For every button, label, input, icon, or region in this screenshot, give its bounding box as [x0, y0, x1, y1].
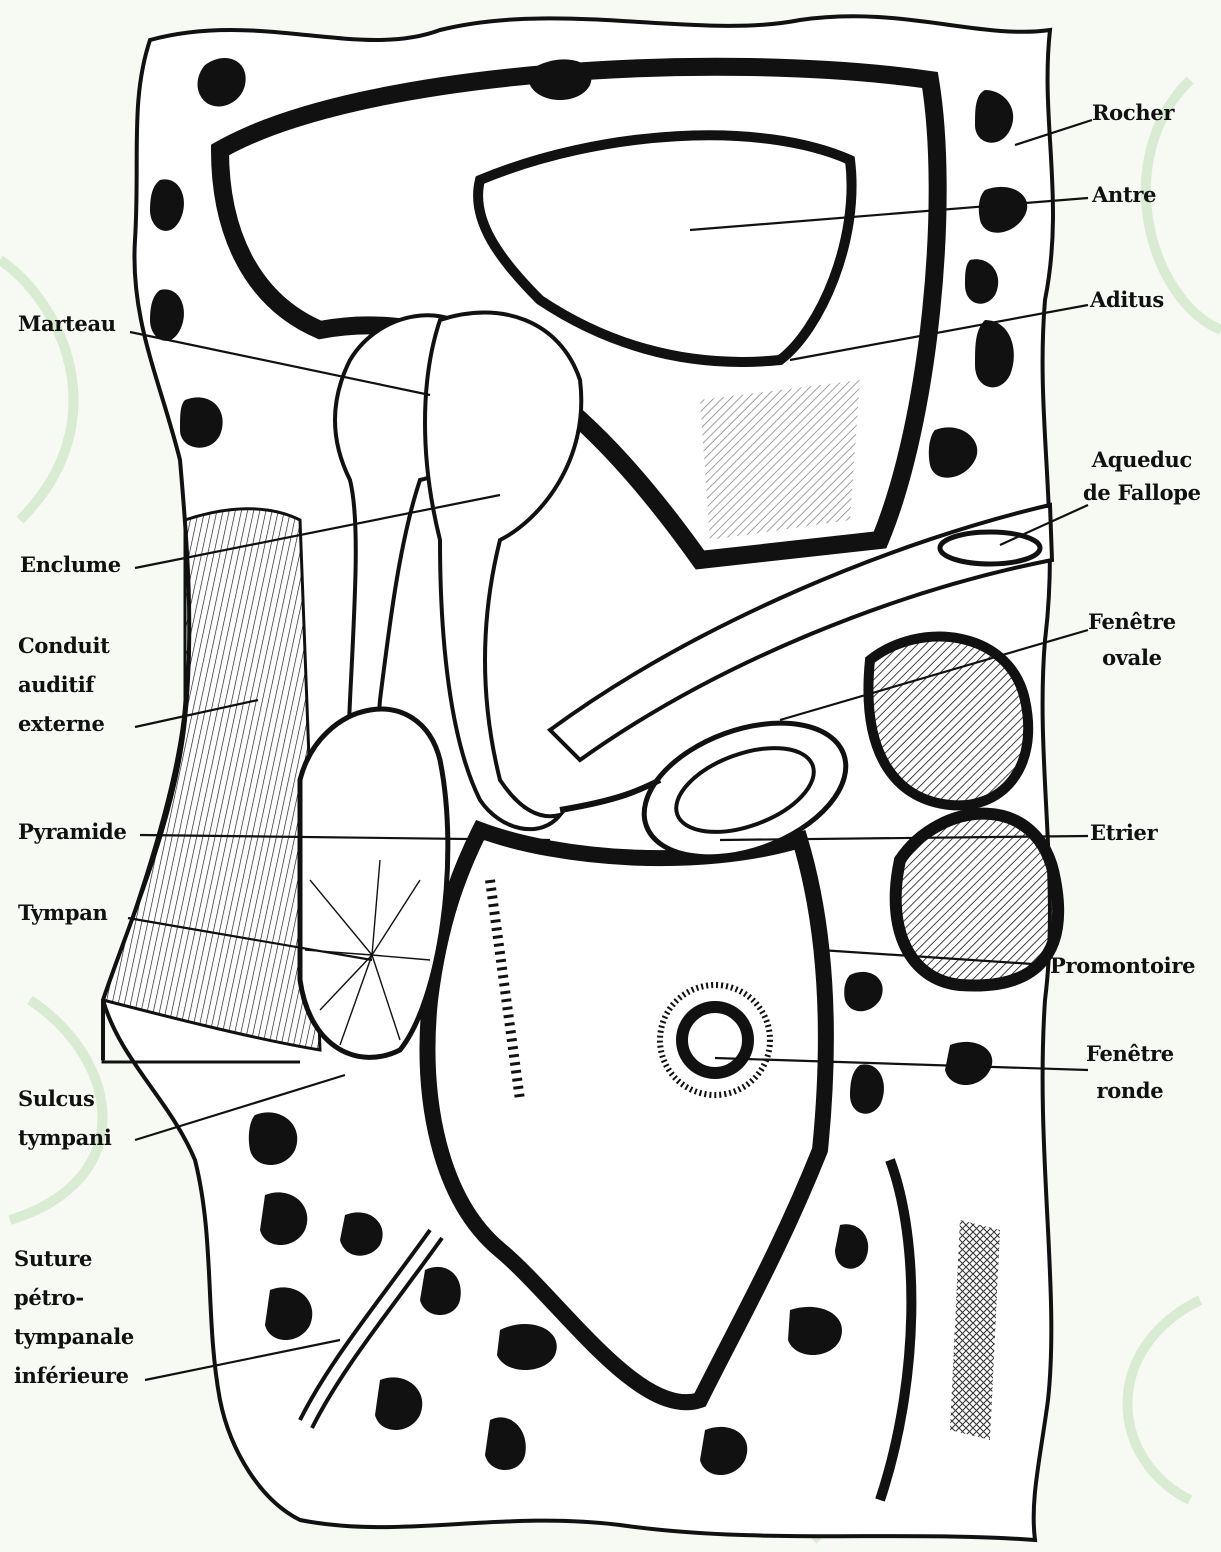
label-enclume: Enclume [20, 547, 121, 584]
label-sulcus-tympani: Sulcus tympani [18, 1080, 112, 1158]
label-rocher: Rocher [1092, 95, 1174, 132]
label-pyramide: Pyramide [18, 814, 127, 851]
label-antre: Antre [1092, 177, 1156, 214]
round-window [660, 985, 770, 1095]
label-etrier: Etrier [1090, 815, 1157, 852]
label-marteau: Marteau [18, 306, 116, 343]
label-tympan: Tympan [18, 895, 108, 932]
label-suture-petro-tympanale: Suture pétro- tympanale inférieure [14, 1240, 134, 1395]
tympanic-membrane [300, 709, 448, 1057]
oval-window [868, 637, 1028, 806]
label-fenetre-ovale: Fenêtre ovale [1088, 604, 1176, 675]
label-fenetre-ronde: Fenêtre ronde [1086, 1036, 1174, 1110]
label-conduit-auditif-externe: Conduit auditif externe [18, 627, 110, 744]
label-aditus: Aditus [1090, 282, 1164, 319]
label-aqueduc-de-fallope: Aqueduc de Fallope [1083, 444, 1201, 509]
label-promontoire: Promontoire [1050, 948, 1195, 985]
ear-canal [103, 509, 320, 1062]
